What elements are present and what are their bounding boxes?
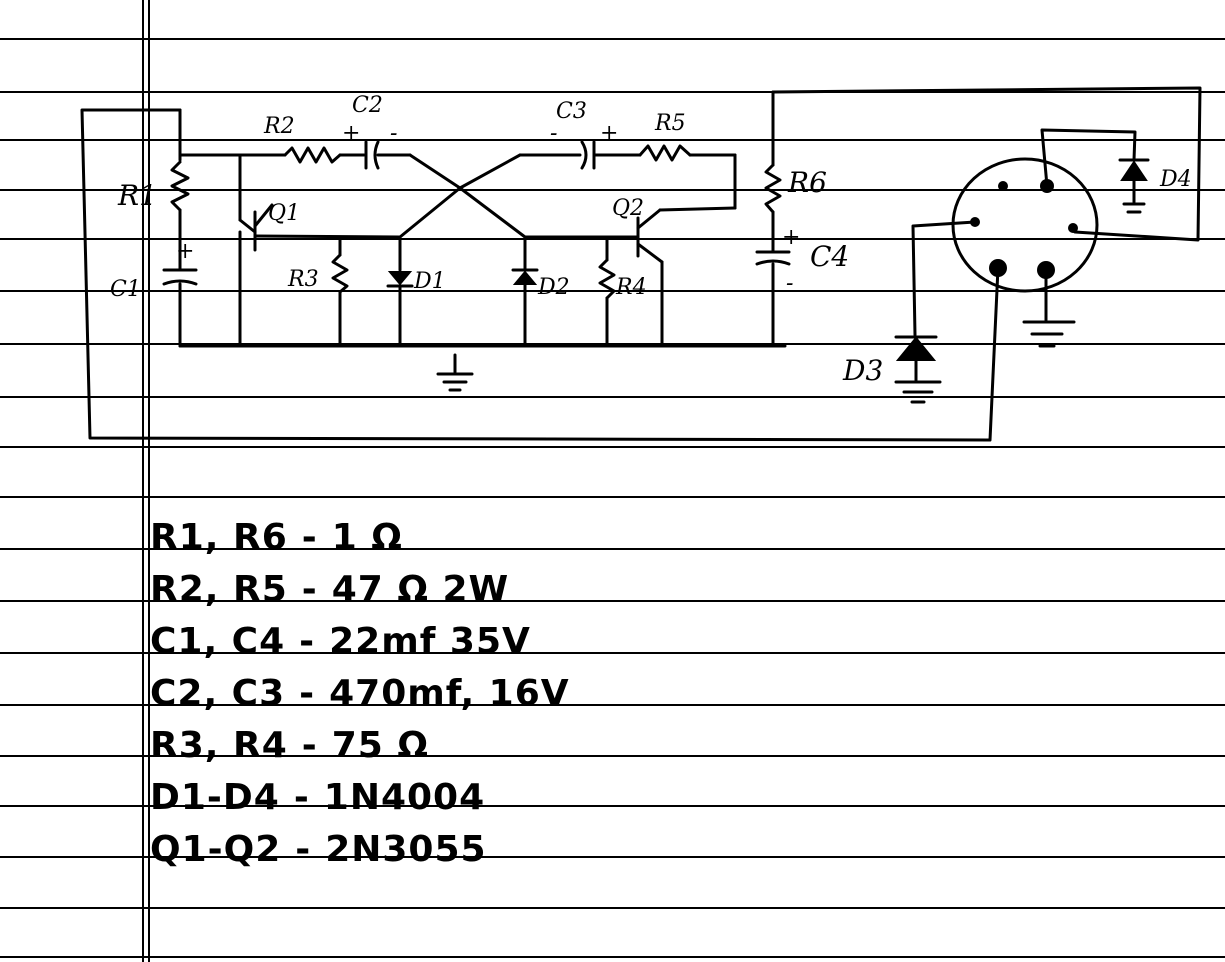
capacitor-c3 xyxy=(580,140,588,170)
diode-d1 xyxy=(387,271,413,286)
ruled-line xyxy=(0,396,1225,398)
parts-list-item: C1, C4-22mf 35V xyxy=(150,621,531,662)
label-r2: R2 xyxy=(263,114,295,139)
ruled-line xyxy=(0,189,1225,191)
parts-list-item: R3, R4-75 Ω xyxy=(150,725,429,766)
resistor-r3 xyxy=(331,253,349,294)
output-wire xyxy=(771,86,1202,242)
socket-pin xyxy=(1068,223,1078,233)
parts-list-item: R2, R5-47 Ω 2W xyxy=(150,569,510,610)
ruled-line xyxy=(0,38,1225,40)
ruled-line xyxy=(0,548,1225,550)
label-q1: Q1 xyxy=(268,201,300,226)
ruled-line xyxy=(0,956,1225,958)
socket-connector xyxy=(951,157,1099,293)
label-r5: R5 xyxy=(654,111,686,136)
ruled-line xyxy=(0,652,1225,654)
diode-d2 xyxy=(512,270,538,285)
ruled-line xyxy=(0,446,1225,448)
cross-coupling-wire xyxy=(398,153,522,239)
ruled-line xyxy=(0,805,1225,807)
ruled-line xyxy=(0,91,1225,93)
resistor-r2 xyxy=(283,146,342,164)
ruled-line xyxy=(0,907,1225,909)
parts-list: R1, R6-1 Ω R2, R5-47 Ω 2W C1, C4-22mf 35… xyxy=(150,512,710,876)
label-r1: R1 xyxy=(117,179,157,212)
plus-sign: + xyxy=(782,225,800,250)
part-ids: D1-D4 xyxy=(150,777,280,818)
part-value: 22mf 35V xyxy=(329,621,531,662)
ruled-line xyxy=(0,496,1225,498)
plus-sign: + xyxy=(176,239,194,264)
parts-list-item: Q1-Q2-2N3055 xyxy=(150,829,487,870)
minus-sign: - xyxy=(786,271,793,296)
label-d4: D4 xyxy=(1159,167,1192,192)
diode-d4 xyxy=(1120,160,1148,181)
label-r3: R3 xyxy=(287,267,319,292)
resistor-r5 xyxy=(638,144,692,162)
resistor-r4 xyxy=(598,258,616,300)
margin-line xyxy=(142,0,144,962)
label-r4: R4 xyxy=(615,275,647,300)
label-r6: R6 xyxy=(787,166,827,199)
socket-pin xyxy=(998,181,1008,191)
diode-d3 xyxy=(895,336,937,361)
resistor-r6 xyxy=(764,163,782,214)
ruled-line xyxy=(0,755,1225,757)
label-c1: C1 xyxy=(110,277,141,302)
label-q2: Q2 xyxy=(612,196,644,221)
minus-sign: - xyxy=(550,121,557,146)
part-value: 47 Ω 2W xyxy=(331,569,510,610)
label-d1: D1 xyxy=(413,269,446,294)
parts-list-item: C2, C3-470mf, 16V xyxy=(150,673,570,714)
cross-coupling-wire xyxy=(408,153,527,239)
parts-list-item: D1-D4-1N4004 xyxy=(150,777,486,818)
part-value: 1N4004 xyxy=(323,777,486,818)
part-value: 75 Ω xyxy=(331,725,429,766)
ruled-line xyxy=(0,238,1225,240)
part-ids: R1, R6 xyxy=(150,517,288,558)
ruled-line xyxy=(0,856,1225,858)
label-d2: D2 xyxy=(537,275,570,300)
plus-sign: + xyxy=(342,121,360,146)
label-d3: D3 xyxy=(842,354,883,387)
part-ids: C1, C4 xyxy=(150,621,286,662)
label-c4: C4 xyxy=(810,240,849,273)
part-ids: R3, R4 xyxy=(150,725,288,766)
outer-loop-wire xyxy=(80,108,1000,442)
label-c2: C2 xyxy=(352,93,383,118)
part-ids: C2, C3 xyxy=(150,673,286,714)
part-value: 2N3055 xyxy=(325,829,487,870)
plus-sign: + xyxy=(600,121,618,146)
parts-list-item: R1, R6-1 Ω xyxy=(150,517,403,558)
part-ids: R2, R5 xyxy=(150,569,288,610)
minus-sign: - xyxy=(390,121,397,146)
label-c3: C3 xyxy=(556,99,587,124)
part-value: 470mf, 16V xyxy=(329,673,570,714)
part-ids: Q1-Q2 xyxy=(150,829,282,870)
ruled-line xyxy=(0,343,1225,345)
margin-line xyxy=(148,0,150,962)
resistor-r1 xyxy=(170,160,190,212)
part-value: 1 Ω xyxy=(331,517,403,558)
ruled-line xyxy=(0,704,1225,706)
ruled-line xyxy=(0,139,1225,141)
ruled-line xyxy=(0,600,1225,602)
